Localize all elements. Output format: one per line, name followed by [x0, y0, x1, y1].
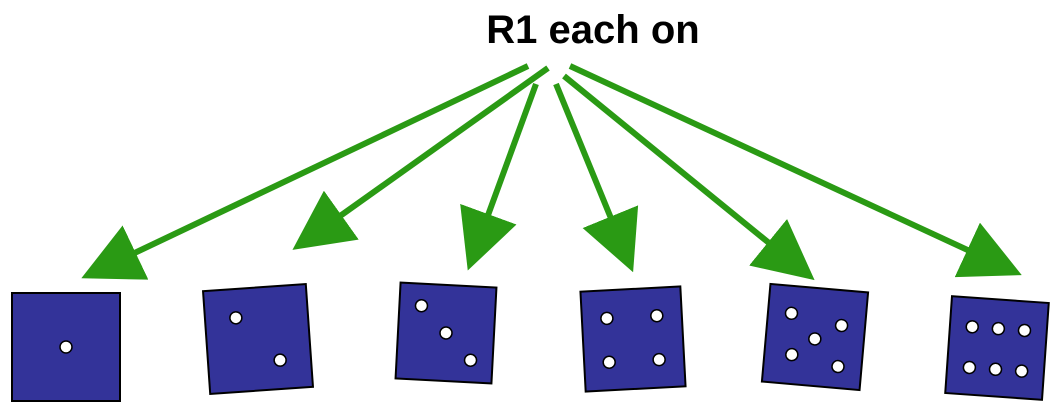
die-pip [962, 360, 977, 375]
die-6 [944, 295, 1050, 401]
die-pip [991, 321, 1006, 336]
arrow-to-die-3 [460, 82, 539, 271]
die-pip [1014, 364, 1029, 378]
die-pip [602, 355, 616, 370]
die-pip [784, 306, 799, 321]
die-pip [650, 308, 664, 323]
die-1 [11, 292, 121, 402]
die-pip [831, 359, 845, 374]
arrow-to-die-6 [568, 63, 1022, 278]
arrows-group [81, 63, 1022, 281]
die-pip [652, 352, 666, 367]
die-pip [834, 318, 849, 333]
die-face [201, 282, 315, 396]
die-pip [414, 299, 429, 313]
die-4 [579, 285, 687, 393]
die-pip [463, 353, 478, 367]
die-face [944, 295, 1050, 401]
arrow-to-die-1 [81, 63, 530, 280]
arrow-to-die-5 [562, 73, 815, 281]
die-pip [229, 311, 243, 325]
title-label: R1 each on [486, 8, 699, 52]
die-pip [439, 326, 453, 340]
die-pip [988, 362, 1003, 377]
die-pip [808, 332, 822, 346]
die-5 [760, 282, 870, 392]
die-pip [1017, 323, 1032, 338]
die-pip [600, 311, 614, 326]
die-pip [273, 353, 287, 367]
arrow-to-die-4 [553, 82, 639, 273]
die-3 [394, 281, 498, 385]
dice-group [11, 281, 1050, 402]
arrow-to-die-2 [292, 65, 550, 250]
die-face [579, 285, 687, 393]
die-pip [965, 320, 979, 334]
die-pip [785, 347, 799, 362]
die-pip [59, 340, 73, 354]
die-2 [201, 282, 315, 396]
